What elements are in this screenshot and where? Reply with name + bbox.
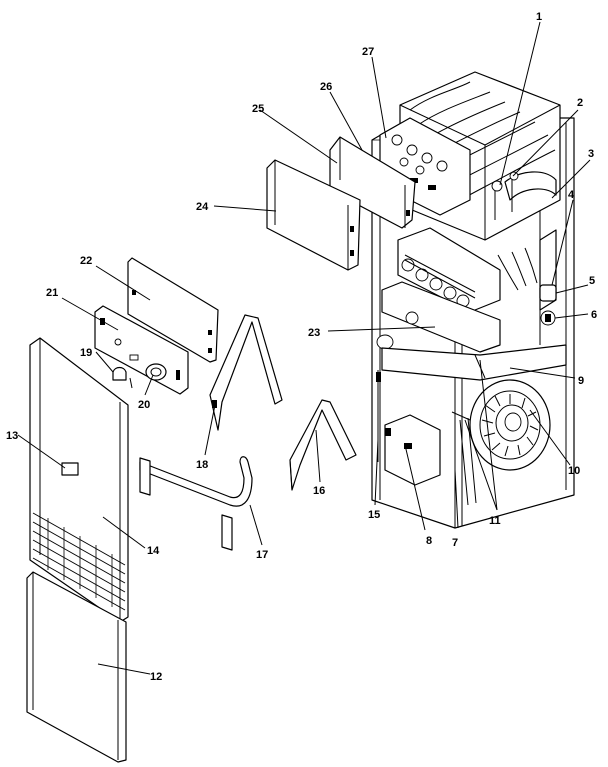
callout-24: 24 (196, 201, 209, 213)
inducer-wiring (491, 171, 519, 220)
callout-25: 25 (252, 103, 264, 115)
callout-8: 8 (426, 535, 432, 547)
part-19-20-switches (112, 363, 167, 389)
callout-1: 1 (536, 11, 542, 23)
part-22-bracket (127, 257, 219, 363)
callout-19: 19 (80, 347, 92, 359)
callout-16: 16 (313, 485, 325, 497)
callout-18: 18 (196, 459, 208, 471)
callout-27: 27 (362, 46, 374, 58)
callout-6: 6 (591, 309, 597, 321)
callout-10: 10 (568, 465, 580, 477)
callouts: 1 2 3 4 5 6 7 8 9 10 11 12 13 14 15 16 1… (6, 11, 597, 683)
burner-manifold (397, 227, 501, 313)
part-24-panel (266, 159, 361, 271)
callout-3: 3 (588, 148, 594, 160)
part-16-bracket (289, 399, 357, 491)
callout-17: 17 (256, 549, 268, 561)
callout-21: 21 (46, 287, 58, 299)
callout-15: 15 (368, 509, 380, 521)
callout-14: 14 (147, 545, 160, 557)
callout-22: 22 (80, 255, 92, 267)
callout-26: 26 (320, 81, 332, 93)
part-18-bracket (209, 314, 283, 431)
blower-wheel (469, 379, 551, 471)
callout-23: 23 (308, 327, 320, 339)
callout-11: 11 (489, 515, 501, 527)
blower-bracket (384, 414, 441, 486)
callout-4: 4 (568, 189, 575, 201)
callout-13: 13 (6, 430, 18, 442)
blower-deck (381, 344, 567, 381)
callout-20: 20 (138, 399, 150, 411)
control-panel (376, 281, 501, 353)
door-louvers (32, 512, 126, 611)
callout-9: 9 (578, 375, 584, 387)
callout-5: 5 (589, 275, 595, 287)
callout-7: 7 (452, 537, 458, 549)
part-17-handle (139, 456, 253, 551)
part-14-door (29, 337, 129, 623)
callout-2: 2 (577, 97, 583, 109)
part-12-lower-door (26, 571, 127, 763)
callout-12: 12 (150, 671, 162, 683)
leader-lines (17, 21, 591, 675)
